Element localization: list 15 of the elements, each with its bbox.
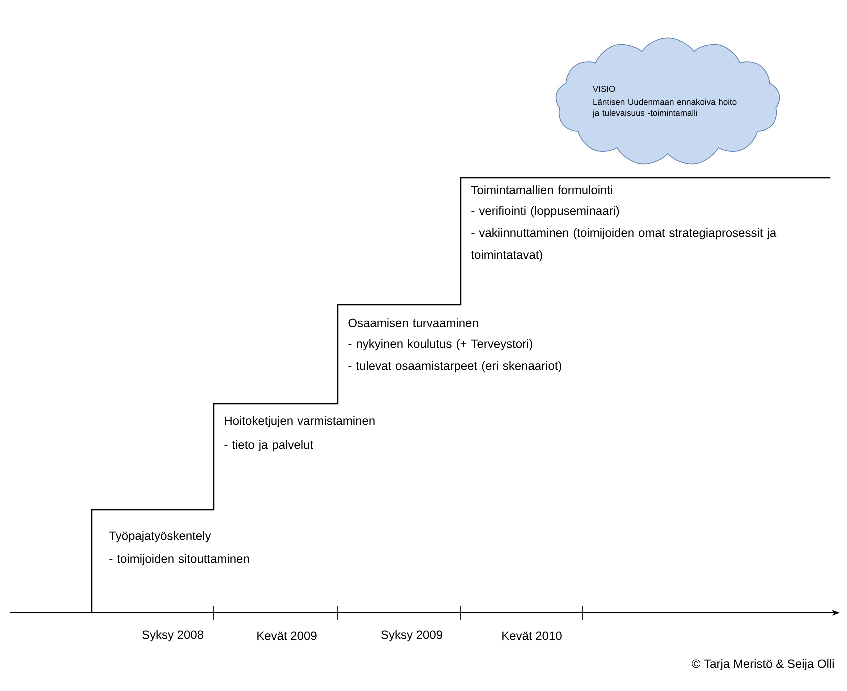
copyright-text: © Tarja Meristö & Seija Olli (692, 659, 834, 671)
step-text: - toimijoiden sitouttaminen (110, 554, 250, 566)
step-text: - nykyinen koulutus (+ Terveystori) (348, 339, 532, 351)
step-text: - verifiointi (loppuseminaari) (472, 206, 620, 218)
step-text: Osaamisen turvaaminen (348, 318, 478, 328)
step-text: Toimintamallien formulointi (471, 186, 612, 194)
step-text: Hoitoketjujen varmistaminen (225, 416, 375, 428)
step-text: - tieto ja palvelut (224, 440, 314, 452)
tick-label: Kevät 2009 (258, 632, 317, 640)
tick-label: Kevät 2010 (502, 632, 562, 640)
step-text: Työpajatyöskentely (109, 531, 212, 543)
step-text: - tulevat osaamistarpeet (eri skenaariot) (348, 361, 562, 373)
tick-label: Syksy 2008 (142, 630, 204, 642)
step-text: - vakiinnuttaminen (toimijoiden omat strategiaprosessit ja toimintatavat) (471, 228, 777, 262)
tick-label: Syksy 2009 (382, 630, 442, 642)
